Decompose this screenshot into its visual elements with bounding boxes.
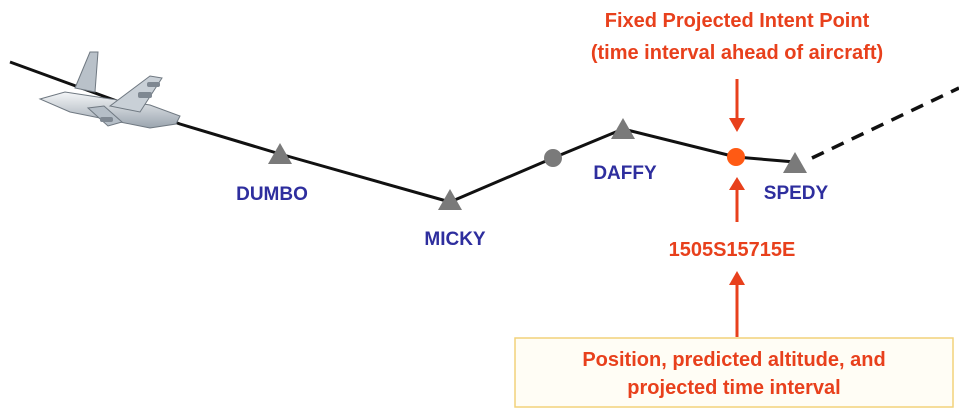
arrow-up-icon	[729, 271, 745, 337]
waypoint-label-daffy: DAFFY	[593, 163, 657, 184]
intent-point-subtitle: (time interval ahead of aircraft)	[591, 42, 883, 64]
triangle-waypoint-icon	[268, 143, 292, 164]
flight-route-line	[9, 60, 796, 204]
waypoint-label-micky: MICKY	[424, 229, 486, 250]
arrow-down-icon	[729, 79, 745, 132]
intent-point-title: Fixed Projected Intent Point	[605, 10, 870, 32]
projected-route-dashed-line	[811, 86, 959, 160]
info-box-line-1: Position, predicted altitude, and	[582, 349, 885, 371]
info-box-line-2: projected time interval	[627, 377, 840, 399]
circle-point-icon	[544, 149, 562, 167]
arrow-up-icon	[729, 177, 745, 222]
waypoint-label-dumbo: DUMBO	[236, 184, 308, 205]
aircraft-icon	[38, 51, 181, 129]
orange-circle-icon	[727, 148, 745, 166]
info-box	[514, 337, 954, 408]
triangle-waypoint-icon	[611, 118, 635, 139]
waypoint-label-spedy: SPEDY	[764, 183, 829, 204]
triangle-waypoint-icon	[783, 152, 807, 173]
triangle-waypoint-icon	[438, 189, 462, 210]
intent-point-code: 1505S15715E	[669, 239, 796, 261]
